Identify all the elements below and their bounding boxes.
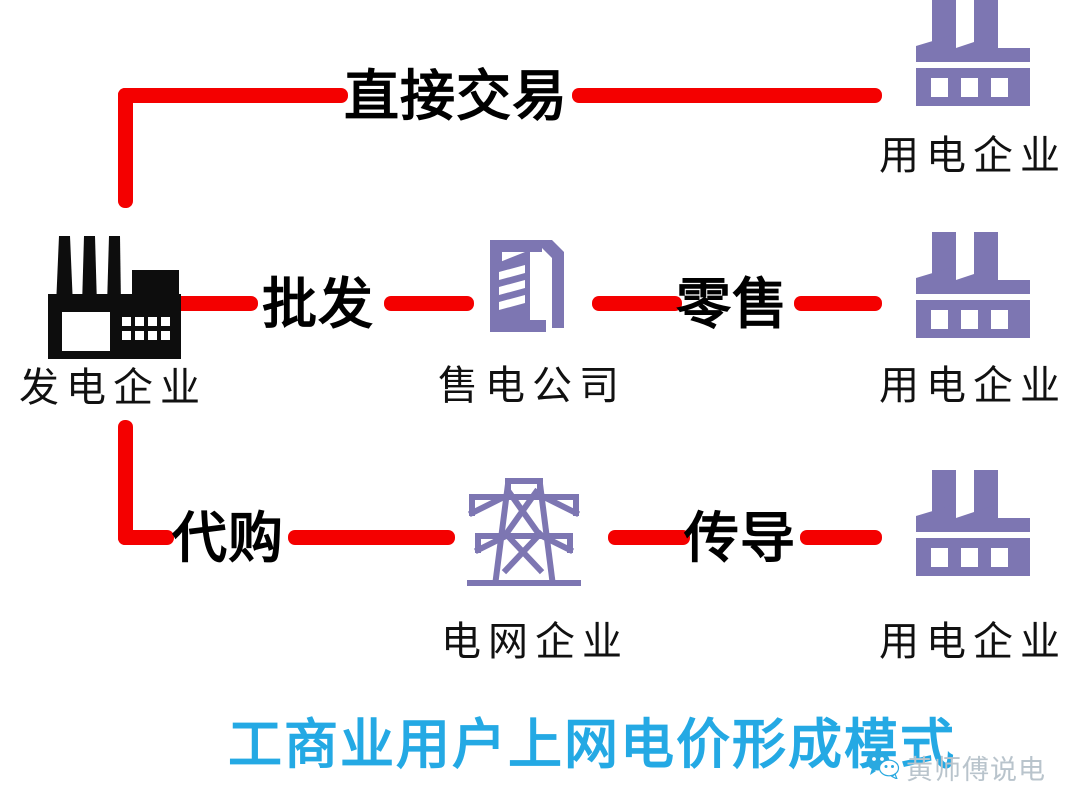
node-label-retailer: 售电公司: [438, 363, 626, 408]
connector-retail-right-segment: [794, 296, 882, 311]
office-building-icon: [470, 232, 582, 340]
connector-wholesale-left-segment: [168, 296, 258, 311]
node-label-consumer-bottom: 用电企业: [879, 619, 1067, 664]
connector-bottom-stub-segment: [118, 530, 174, 545]
power-plant-icon: [40, 228, 188, 364]
factory-icon-middle: [908, 232, 1038, 342]
connector-generator-to-top-branch: [118, 88, 133, 208]
connector-retail-left-segment: [592, 296, 682, 311]
node-label-grid: 电网企业: [441, 619, 629, 664]
title-bar: 工商业用户上网电价形成模式: [0, 706, 1080, 806]
connector-wholesale-right-segment: [384, 296, 474, 311]
edge-label-agency-purchase: 代购: [172, 508, 285, 569]
edge-label-retail: 零售: [676, 274, 789, 335]
page-title: 工商业用户上网电价形成模式: [228, 713, 956, 776]
watermark: 黄师傅说电: [866, 748, 1046, 787]
connector-passthrough-left-segment: [608, 530, 690, 545]
edge-label-direct-trade: 直接交易: [344, 66, 569, 127]
edge-label-pass-through: 传导: [684, 508, 797, 569]
transmission-tower-icon: [462, 470, 586, 598]
connector-top-right-segment: [572, 88, 882, 103]
factory-icon-top: [908, 0, 1038, 110]
wechat-icon: [866, 751, 900, 784]
edge-label-wholesale: 批发: [262, 274, 375, 335]
connector-top-left-segment: [118, 88, 348, 103]
node-label-consumer-top: 用电企业: [879, 133, 1067, 178]
connector-passthrough-right-segment: [800, 530, 882, 545]
node-label-consumer-middle: 用电企业: [879, 363, 1067, 408]
factory-icon-bottom: [908, 470, 1038, 580]
connector-generator-to-bottom-branch: [118, 420, 133, 545]
connector-agency-right-segment: [288, 530, 455, 545]
watermark-text: 黄师傅说电: [906, 755, 1046, 786]
node-label-generator: 发电企业: [19, 365, 207, 410]
